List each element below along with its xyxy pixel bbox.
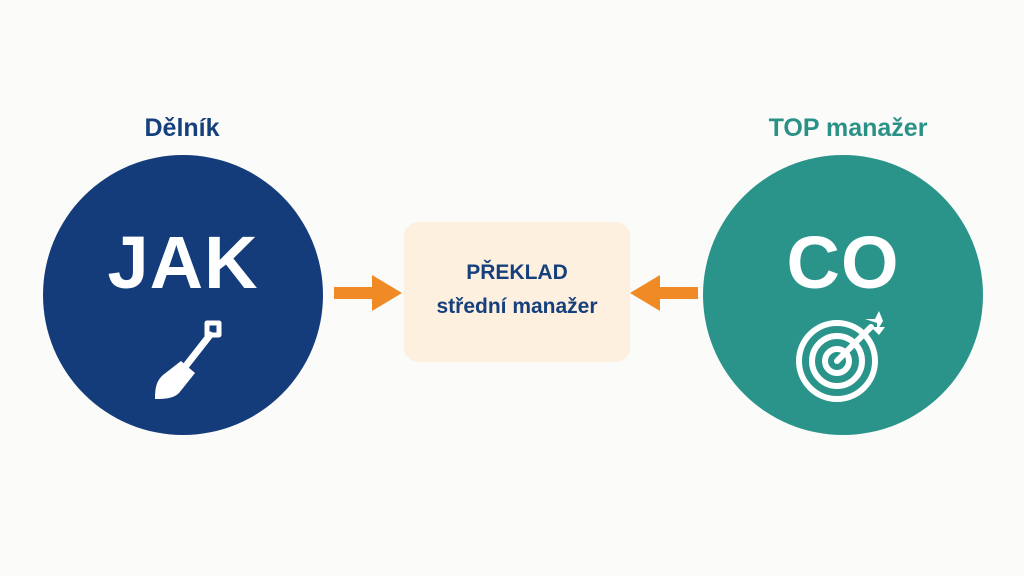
- shovel-icon: [155, 320, 222, 399]
- right-circle: CO: [703, 155, 983, 435]
- target-icon: [796, 311, 885, 402]
- translation-box: PŘEKLAD střední manažer: [404, 222, 630, 362]
- left-circle-word: JAK: [107, 221, 259, 304]
- arrow-right-icon: [334, 275, 402, 311]
- left-circle: JAK: [43, 155, 323, 435]
- translation-subtitle: střední manažer: [436, 295, 598, 318]
- right-caption: TOP manažer: [768, 114, 928, 142]
- left-caption: Dělník: [144, 114, 220, 142]
- translation-title: PŘEKLAD: [466, 261, 568, 284]
- right-circle-word: CO: [786, 221, 900, 304]
- arrow-left-icon: [630, 275, 698, 311]
